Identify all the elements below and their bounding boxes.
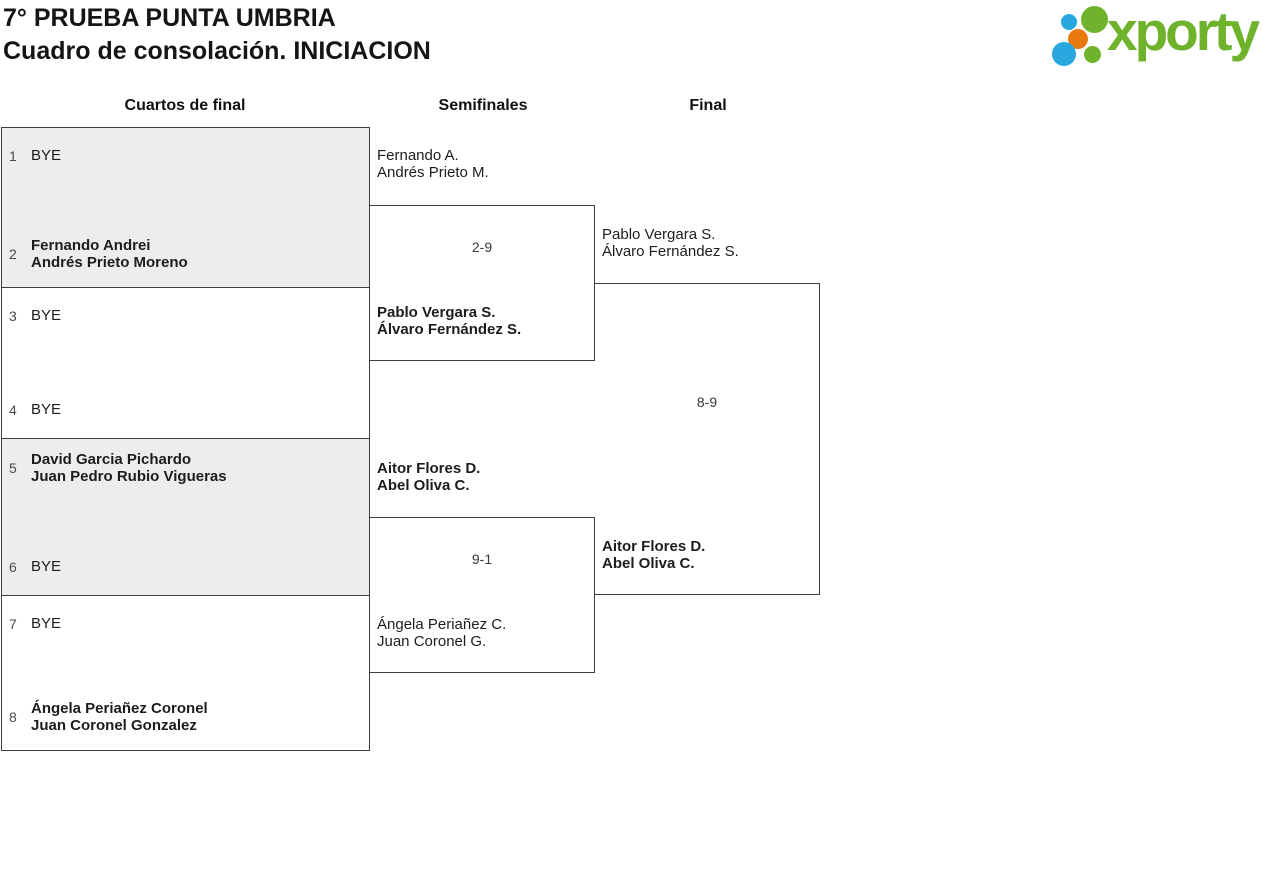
xporty-logo: xporty <box>1050 0 1280 85</box>
logo-dot-orange-icon <box>1068 29 1088 49</box>
seed-number: 6 <box>9 558 17 575</box>
participant-name-line: Abel Oliva C. <box>602 555 695 572</box>
participant-label-sf2-bottom: Ángela Periañez C. Juan Coronel G. <box>377 616 506 650</box>
match-box-semifinal-2: 9-1 <box>369 517 595 673</box>
participant-name-line: Juan Coronel G. <box>377 633 487 650</box>
seed-number: 8 <box>9 709 17 725</box>
match-box-quarterfinal-1: 1 BYE 2 Fernando Andrei Andrés Prieto Mo… <box>1 127 370 288</box>
participant-names: BYE <box>31 401 61 418</box>
participant-label-sf1-top: Fernando A. Andrés Prieto M. <box>377 147 489 181</box>
participant-name-line: David Garcia Pichardo <box>31 451 192 468</box>
participant-names: BYE <box>31 615 61 632</box>
page-title: 7° PRUEBA PUNTA UMBRIA Cuadro de consola… <box>3 2 431 68</box>
participant-name-line: Ángela Periañez C. <box>377 616 507 633</box>
participant-names: BYE <box>31 307 61 324</box>
seed-number: 2 <box>9 246 17 262</box>
participant-name-line: Andrés Prieto Moreno <box>31 254 188 271</box>
match-box-semifinal-1: 2-9 <box>369 205 595 361</box>
participant-name-line: BYE <box>31 615 62 632</box>
participant-name-line: Andrés Prieto M. <box>377 164 489 181</box>
participant-name-line: Aitor Flores D. <box>377 460 481 477</box>
participant-slot-top: 3 BYE <box>9 307 61 324</box>
participant-slot-top: 7 BYE <box>9 615 61 632</box>
participant-slot-top: 5 David Garcia Pichardo Juan Pedro Rubio… <box>9 451 227 485</box>
participant-name-line: Abel Oliva C. <box>377 477 470 494</box>
match-score: 8-9 <box>696 394 718 410</box>
round-header-quarterfinals: Cuartos de final <box>124 97 246 114</box>
participant-label-sf2-top: Aitor Flores D. Abel Oliva C. <box>377 460 480 494</box>
match-box-quarterfinal-3: 5 David Garcia Pichardo Juan Pedro Rubio… <box>1 438 370 596</box>
match-score: 2-9 <box>471 239 493 255</box>
participant-slot-top: 1 BYE <box>9 147 61 164</box>
participant-name-line: Álvaro Fernández S. <box>377 321 522 338</box>
logo-dot-blue-small-icon <box>1061 14 1077 30</box>
participant-label-sf1-bottom: Pablo Vergara S. Álvaro Fernández S. <box>377 304 521 338</box>
participant-names: Ángela Periañez Coronel Juan Coronel Gon… <box>31 700 208 734</box>
participant-name-line: Álvaro Fernández S. <box>602 243 739 260</box>
seed-number: 7 <box>9 615 17 632</box>
logo-wordmark: xporty <box>1107 0 1260 62</box>
participant-name-line: BYE <box>31 307 62 324</box>
logo-dot-green-large-icon <box>1081 6 1108 33</box>
match-box-quarterfinal-2: 3 BYE 4 BYE <box>1 287 370 439</box>
logo-dot-green-small-icon <box>1084 46 1101 63</box>
participant-name-line: BYE <box>31 401 62 418</box>
match-box-quarterfinal-4: 7 BYE 8 Ángela Periañez Coronel Juan Cor… <box>1 595 370 751</box>
seed-number: 3 <box>9 307 17 324</box>
tournament-name: 7° PRUEBA PUNTA UMBRIA <box>3 4 336 32</box>
seed-number: 5 <box>9 460 17 476</box>
participant-label-final-bottom: Aitor Flores D. Abel Oliva C. <box>602 538 705 572</box>
match-score: 9-1 <box>471 551 493 567</box>
seed-number: 1 <box>9 147 17 164</box>
round-header-final: Final <box>689 97 727 114</box>
participant-name-line: Juan Coronel Gonzalez <box>31 717 197 734</box>
participant-name-line: Fernando A. <box>377 147 459 164</box>
participant-names: BYE <box>31 558 61 575</box>
participant-slot-bottom: 6 BYE <box>9 558 61 575</box>
participant-names: David Garcia Pichardo Juan Pedro Rubio V… <box>31 451 227 485</box>
participant-name-line: Fernando Andrei <box>31 237 151 254</box>
participant-name-line: Aitor Flores D. <box>602 538 706 555</box>
participant-slot-bottom: 8 Ángela Periañez Coronel Juan Coronel G… <box>9 700 208 734</box>
participant-names: Fernando Andrei Andrés Prieto Moreno <box>31 237 188 271</box>
participant-name-line: Juan Pedro Rubio Vigueras <box>31 468 227 485</box>
participant-name-line: Pablo Vergara S. <box>602 226 716 243</box>
participant-name-line: BYE <box>31 147 62 164</box>
participant-name-line: BYE <box>31 558 62 575</box>
logo-dot-blue-large-icon <box>1052 42 1076 66</box>
participant-name-line: Pablo Vergara S. <box>377 304 496 321</box>
seed-number: 4 <box>9 401 17 418</box>
participant-slot-bottom: 2 Fernando Andrei Andrés Prieto Moreno <box>9 237 188 271</box>
bracket-subtitle: Cuadro de consolación. INICIACION <box>3 37 431 65</box>
participant-names: BYE <box>31 147 61 164</box>
participant-slot-bottom: 4 BYE <box>9 401 61 418</box>
match-box-final: 8-9 <box>595 283 820 595</box>
participant-label-final-top: Pablo Vergara S. Álvaro Fernández S. <box>602 226 739 260</box>
participant-name-line: Ángela Periañez Coronel <box>31 700 208 717</box>
round-header-semifinals: Semifinales <box>438 97 528 114</box>
